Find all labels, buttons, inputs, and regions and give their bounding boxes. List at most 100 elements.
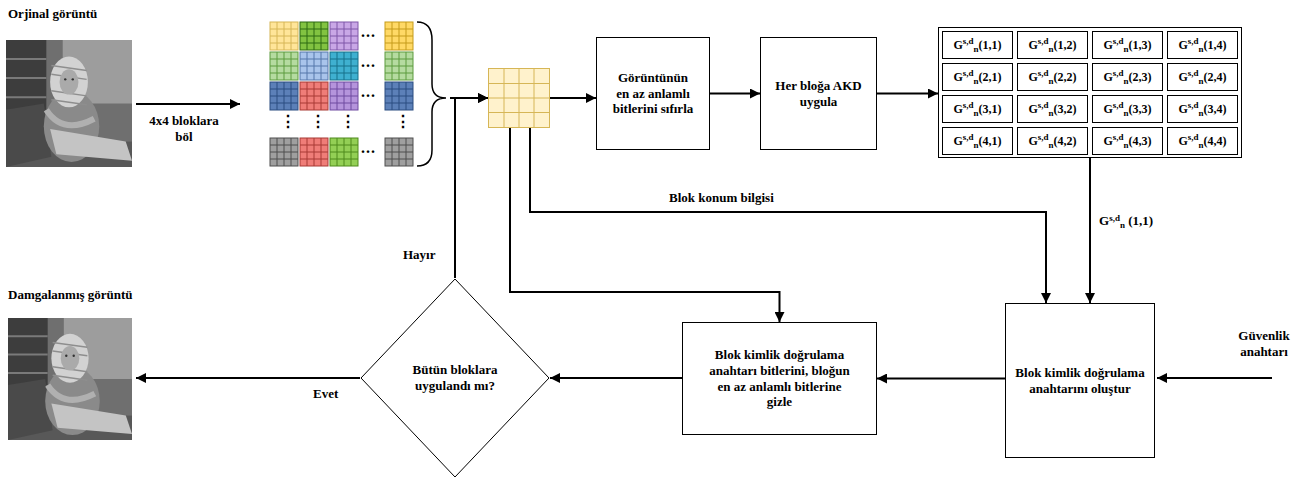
pixel-line xyxy=(270,43,298,44)
superscript: s,d xyxy=(1188,132,1199,142)
pixel-line xyxy=(300,152,328,153)
photo-eye xyxy=(64,78,66,80)
photo-shelf xyxy=(8,318,48,385)
image-block xyxy=(385,52,413,80)
ellipsis-mark: ... xyxy=(361,24,376,40)
flow-arrow xyxy=(877,378,1005,380)
image-block xyxy=(385,138,413,166)
pixel-line xyxy=(300,96,328,97)
pixel-line xyxy=(351,82,352,110)
image-block xyxy=(330,138,358,166)
image-block-fill xyxy=(270,82,298,110)
node-label: Blok kimlik doğrulama anahtarını oluştur xyxy=(1010,365,1150,396)
matrix-cell: Gs,dn(2,3) xyxy=(1092,63,1163,91)
photo-eye xyxy=(73,355,75,357)
cell-text: Gs,dn(3,4) xyxy=(1178,102,1226,116)
photo-shelf-line xyxy=(8,354,48,356)
photo-scarf xyxy=(51,334,88,383)
flow-arrow xyxy=(530,128,1046,303)
cell-text: Gs,dn(1,2) xyxy=(1028,38,1076,52)
flow-arrow xyxy=(455,98,488,278)
symbol: G xyxy=(1099,213,1109,228)
symbol: G xyxy=(1103,134,1112,148)
edge-label: Gs,dn (1,1) xyxy=(1098,213,1154,229)
image-block-fill xyxy=(270,22,298,50)
index: (2,1) xyxy=(979,70,1002,84)
photo-shelf-line xyxy=(8,335,48,337)
subscript: n xyxy=(974,140,979,150)
pixel-line xyxy=(270,96,298,97)
matrix-cell: Gs,dn(3,3) xyxy=(1092,95,1163,123)
index: (1,4) xyxy=(1204,38,1227,52)
pixel-line xyxy=(300,103,328,104)
image-block-fill xyxy=(270,138,298,166)
image-block-fill xyxy=(330,138,358,166)
index: (3,3) xyxy=(1129,102,1152,116)
process-box: Her bloğa AKD uygula xyxy=(760,37,877,150)
photo-scarf xyxy=(50,57,88,108)
subscript: n xyxy=(974,108,979,118)
image-block-grid xyxy=(270,22,413,166)
coefficient-matrix: Gs,dn(1,1)Gs,dn(1,2)Gs,dn(1,3)Gs,dn(1,4)… xyxy=(938,27,1242,158)
index: (4,3) xyxy=(1129,134,1152,148)
pixel-line xyxy=(534,69,535,127)
cell-text: Gs,dn(1,4) xyxy=(1178,38,1226,52)
superscript: s,d xyxy=(1188,100,1199,110)
curly-bracket xyxy=(417,22,446,166)
subscript: n xyxy=(1124,108,1129,118)
image-block-fill xyxy=(300,82,328,110)
subscript: n xyxy=(1049,108,1054,118)
decision-diamond: Bütün bloklara uygulandı mı? xyxy=(360,278,550,478)
pixel-line xyxy=(270,103,298,104)
pixel-line xyxy=(270,66,298,67)
ellipsis-mark: ... xyxy=(361,140,376,156)
photo-background xyxy=(6,40,132,167)
symbol: G xyxy=(953,38,962,52)
edge-label: Blok konum bilgisi xyxy=(668,190,775,206)
image-block xyxy=(270,138,298,166)
pixel-line xyxy=(330,36,358,37)
cell-text: Gs,dn(3,2) xyxy=(1028,102,1076,116)
edge-label: Hayır xyxy=(402,247,437,263)
cell-text: Gs,dn(1,1) xyxy=(953,38,1001,52)
pixel-line xyxy=(385,103,413,104)
index: (2,3) xyxy=(1129,70,1152,84)
photo-eye xyxy=(72,78,74,80)
pixel-line xyxy=(270,36,298,37)
edge-label: 4x4 bloklara böl xyxy=(140,113,228,144)
pixel-line xyxy=(406,138,407,166)
photo-face xyxy=(61,346,80,370)
photo-background xyxy=(8,318,132,440)
photo-arm xyxy=(48,385,95,400)
pixel-line xyxy=(330,103,358,104)
image-block xyxy=(270,82,298,110)
cell-text: Gs,dn(2,4) xyxy=(1178,70,1226,84)
photo-shelf-line xyxy=(6,58,46,60)
input-label: Güvenlik anahtarı xyxy=(1233,328,1295,359)
index: (1,3) xyxy=(1129,38,1152,52)
index: (3,1) xyxy=(979,102,1002,116)
image-block xyxy=(330,22,358,50)
matrix-cell: Gs,dn(2,1) xyxy=(942,63,1013,91)
image-block xyxy=(385,82,413,110)
index: (1,1) xyxy=(979,38,1002,52)
pixel-line xyxy=(291,22,292,50)
edge-label: Evet xyxy=(312,386,339,402)
node-label: Görüntünün en az anlamlı bitlerini sıfır… xyxy=(611,70,695,117)
index: (1,1) xyxy=(1125,213,1153,228)
matrix-cell: Gs,dn(2,2) xyxy=(1017,63,1088,91)
subscript: n xyxy=(1049,140,1054,150)
symbol: G xyxy=(953,102,962,116)
index: (1,2) xyxy=(1054,38,1077,52)
ellipsis-mark: ⋮ xyxy=(310,114,327,130)
pixel-line xyxy=(385,36,413,37)
superscript: s,d xyxy=(1188,36,1199,46)
symbol: G xyxy=(1103,38,1112,52)
photo-arm xyxy=(46,110,94,125)
ellipsis-mark: ... xyxy=(361,54,376,70)
pixel-line xyxy=(351,52,352,80)
cell-text: Gs,dn(4,2) xyxy=(1028,134,1076,148)
symbol: G xyxy=(1028,38,1037,52)
image-block-fill xyxy=(330,82,358,110)
